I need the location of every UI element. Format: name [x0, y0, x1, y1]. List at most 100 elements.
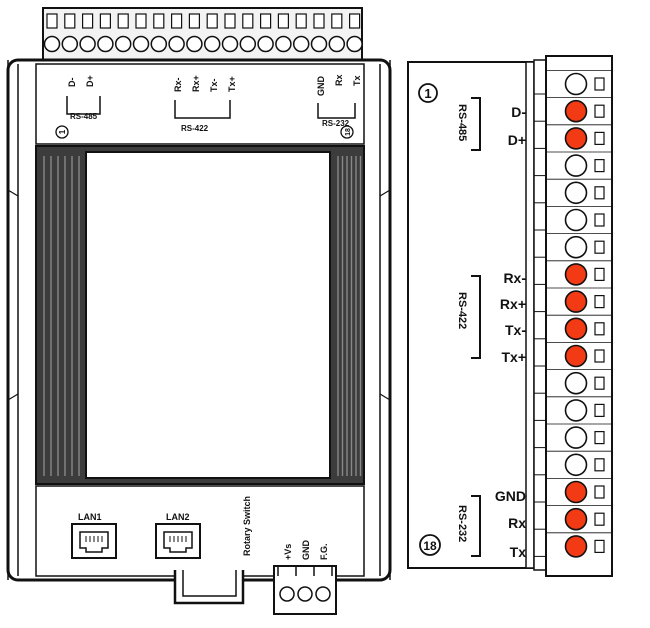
- terminal-pin-inactive: [564, 399, 588, 422]
- top-terminal-hole: [257, 35, 274, 53]
- terminal-pin-inactive: [564, 453, 588, 477]
- right-terminal-ridges: [534, 70, 612, 557]
- terminal-screw-slot: [594, 322, 605, 336]
- top-terminal-hole: [132, 35, 150, 53]
- power-terminal-hole: [279, 586, 295, 602]
- top-terminal-hole: [97, 35, 114, 53]
- heatsink-fins-right: [337, 156, 362, 476]
- top-terminal-hole: [203, 35, 221, 53]
- top-terminal-hole: [328, 35, 346, 53]
- power-fg-label: F.G.: [319, 543, 329, 560]
- top-terminal-hole: [61, 35, 79, 53]
- terminal-pin-active: [564, 290, 588, 313]
- din-clip: [173, 570, 245, 605]
- power-terminal-hole: [297, 586, 313, 602]
- label-area: [35, 63, 365, 145]
- side-rails: [7, 60, 391, 580]
- terminal-screw-slot: [594, 295, 605, 309]
- top-terminal-block: [42, 7, 363, 61]
- right-rs422-bracket: [471, 275, 481, 359]
- terminal-screw-slot: [594, 213, 605, 227]
- pin-18-marker: [340, 125, 354, 139]
- top-terminal-screw-slot: [206, 13, 218, 29]
- right-rs422-rx-plus-label: Rx+: [500, 296, 526, 312]
- right-rs422-rx-minus-label: Rx-: [503, 270, 526, 286]
- top-terminal-screw-slot: [153, 13, 165, 29]
- power-gnd-label: GND: [301, 540, 311, 561]
- rs485-d-plus-label: D+: [85, 75, 95, 87]
- top-terminal-hole: [150, 35, 168, 53]
- pin-1-marker: [55, 125, 69, 139]
- power-terminal-hole: [315, 586, 331, 602]
- right-rs232-tx-label: Tx: [510, 544, 527, 560]
- terminal-pin-inactive: [564, 235, 588, 259]
- top-terminal-hole: [186, 35, 203, 53]
- top-terminal-hole: [275, 35, 292, 53]
- terminal-screw-slot: [594, 240, 605, 254]
- top-terminal-screw-slot: [224, 13, 236, 29]
- terminal-screw-slot: [594, 349, 605, 363]
- right-pin-18-marker: [419, 534, 441, 556]
- terminal-screw-slot: [594, 77, 605, 91]
- terminal-screw-slot: [594, 159, 605, 173]
- right-rs485-bracket: [471, 97, 481, 151]
- rs232-group-label: RS-232: [322, 119, 350, 128]
- terminal-pin-active: [564, 507, 588, 531]
- terminal-screw-slot: [594, 131, 605, 145]
- terminal-screw-slot: [594, 403, 605, 417]
- top-terminal-screw-slot: [135, 13, 147, 29]
- top-terminal-hole: [310, 35, 328, 53]
- rs485-group-label: RS-485: [70, 112, 98, 121]
- right-rs485-group-label: RS-485: [456, 104, 468, 141]
- pin-18-marker-label: 18: [345, 128, 352, 136]
- rs232-rx-label: Rx: [334, 74, 344, 86]
- pin-1-marker-label: 1: [58, 129, 67, 134]
- right-rs422-group-label: RS-422: [456, 292, 468, 329]
- top-terminal-screw-slot: [171, 13, 183, 29]
- rs422-rx-plus-label: Rx+: [191, 75, 201, 92]
- top-terminal-screw-slot: [242, 13, 254, 29]
- right-rs485-d-minus-label: D-: [511, 104, 526, 120]
- top-terminal-screw-slot: [81, 13, 94, 29]
- right-rs232-gnd-label: GND: [495, 488, 526, 504]
- top-terminal-screw-slot: [260, 13, 272, 29]
- terminal-pin-active: [564, 480, 588, 504]
- right-rs232-rx-label: Rx: [508, 515, 526, 531]
- rs422-group-label: RS-422: [181, 124, 209, 133]
- lan2-label: LAN2: [166, 512, 190, 522]
- top-terminal-screw-slot: [277, 13, 289, 29]
- rs422-bracket: [174, 100, 231, 119]
- terminal-pin-active: [564, 317, 588, 341]
- terminal-screw-slot: [594, 376, 605, 390]
- terminal-pin-active: [564, 127, 588, 150]
- top-terminal-holes: [43, 35, 363, 53]
- terminal-screw-slot: [594, 267, 605, 281]
- rs232-gnd-label: GND: [316, 76, 326, 97]
- terminal-pin-active: [564, 535, 588, 558]
- terminal-screw-slot: [594, 431, 605, 445]
- front-panel: [85, 151, 331, 479]
- rotary-switch-label: Rotary Switch: [242, 496, 252, 556]
- right-rs232-bracket: [471, 495, 481, 557]
- right-pin-1-marker-label: 1: [424, 86, 431, 101]
- top-terminal-hole: [346, 35, 363, 53]
- power-vs-label: +Vs: [283, 544, 293, 560]
- top-terminal-hole: [221, 35, 239, 53]
- right-rs422-tx-plus-label: Tx+: [501, 349, 526, 365]
- top-terminal-screw-slot: [99, 13, 112, 29]
- top-terminal-hole: [168, 35, 185, 53]
- left-device: D- D+ RS-485 Rx- Rx+ Tx- Tx+ RS-422 GND …: [6, 7, 392, 615]
- terminal-pin-inactive: [564, 426, 588, 449]
- terminal-pin-inactive: [564, 208, 588, 232]
- top-terminal-hole: [43, 35, 61, 53]
- top-terminal-hole: [292, 35, 310, 53]
- top-terminal-screw-slot: [117, 13, 129, 29]
- terminal-pin-inactive: [564, 154, 588, 177]
- terminal-screw-slot: [594, 539, 605, 554]
- rs485-bracket: [66, 96, 101, 115]
- top-terminal-hole: [79, 35, 96, 53]
- right-pin-1-marker: [418, 83, 438, 103]
- terminal-screw-slot: [594, 458, 605, 472]
- right-rs232-group-label: RS-232: [456, 505, 468, 542]
- terminal-pin-inactive: [564, 72, 588, 96]
